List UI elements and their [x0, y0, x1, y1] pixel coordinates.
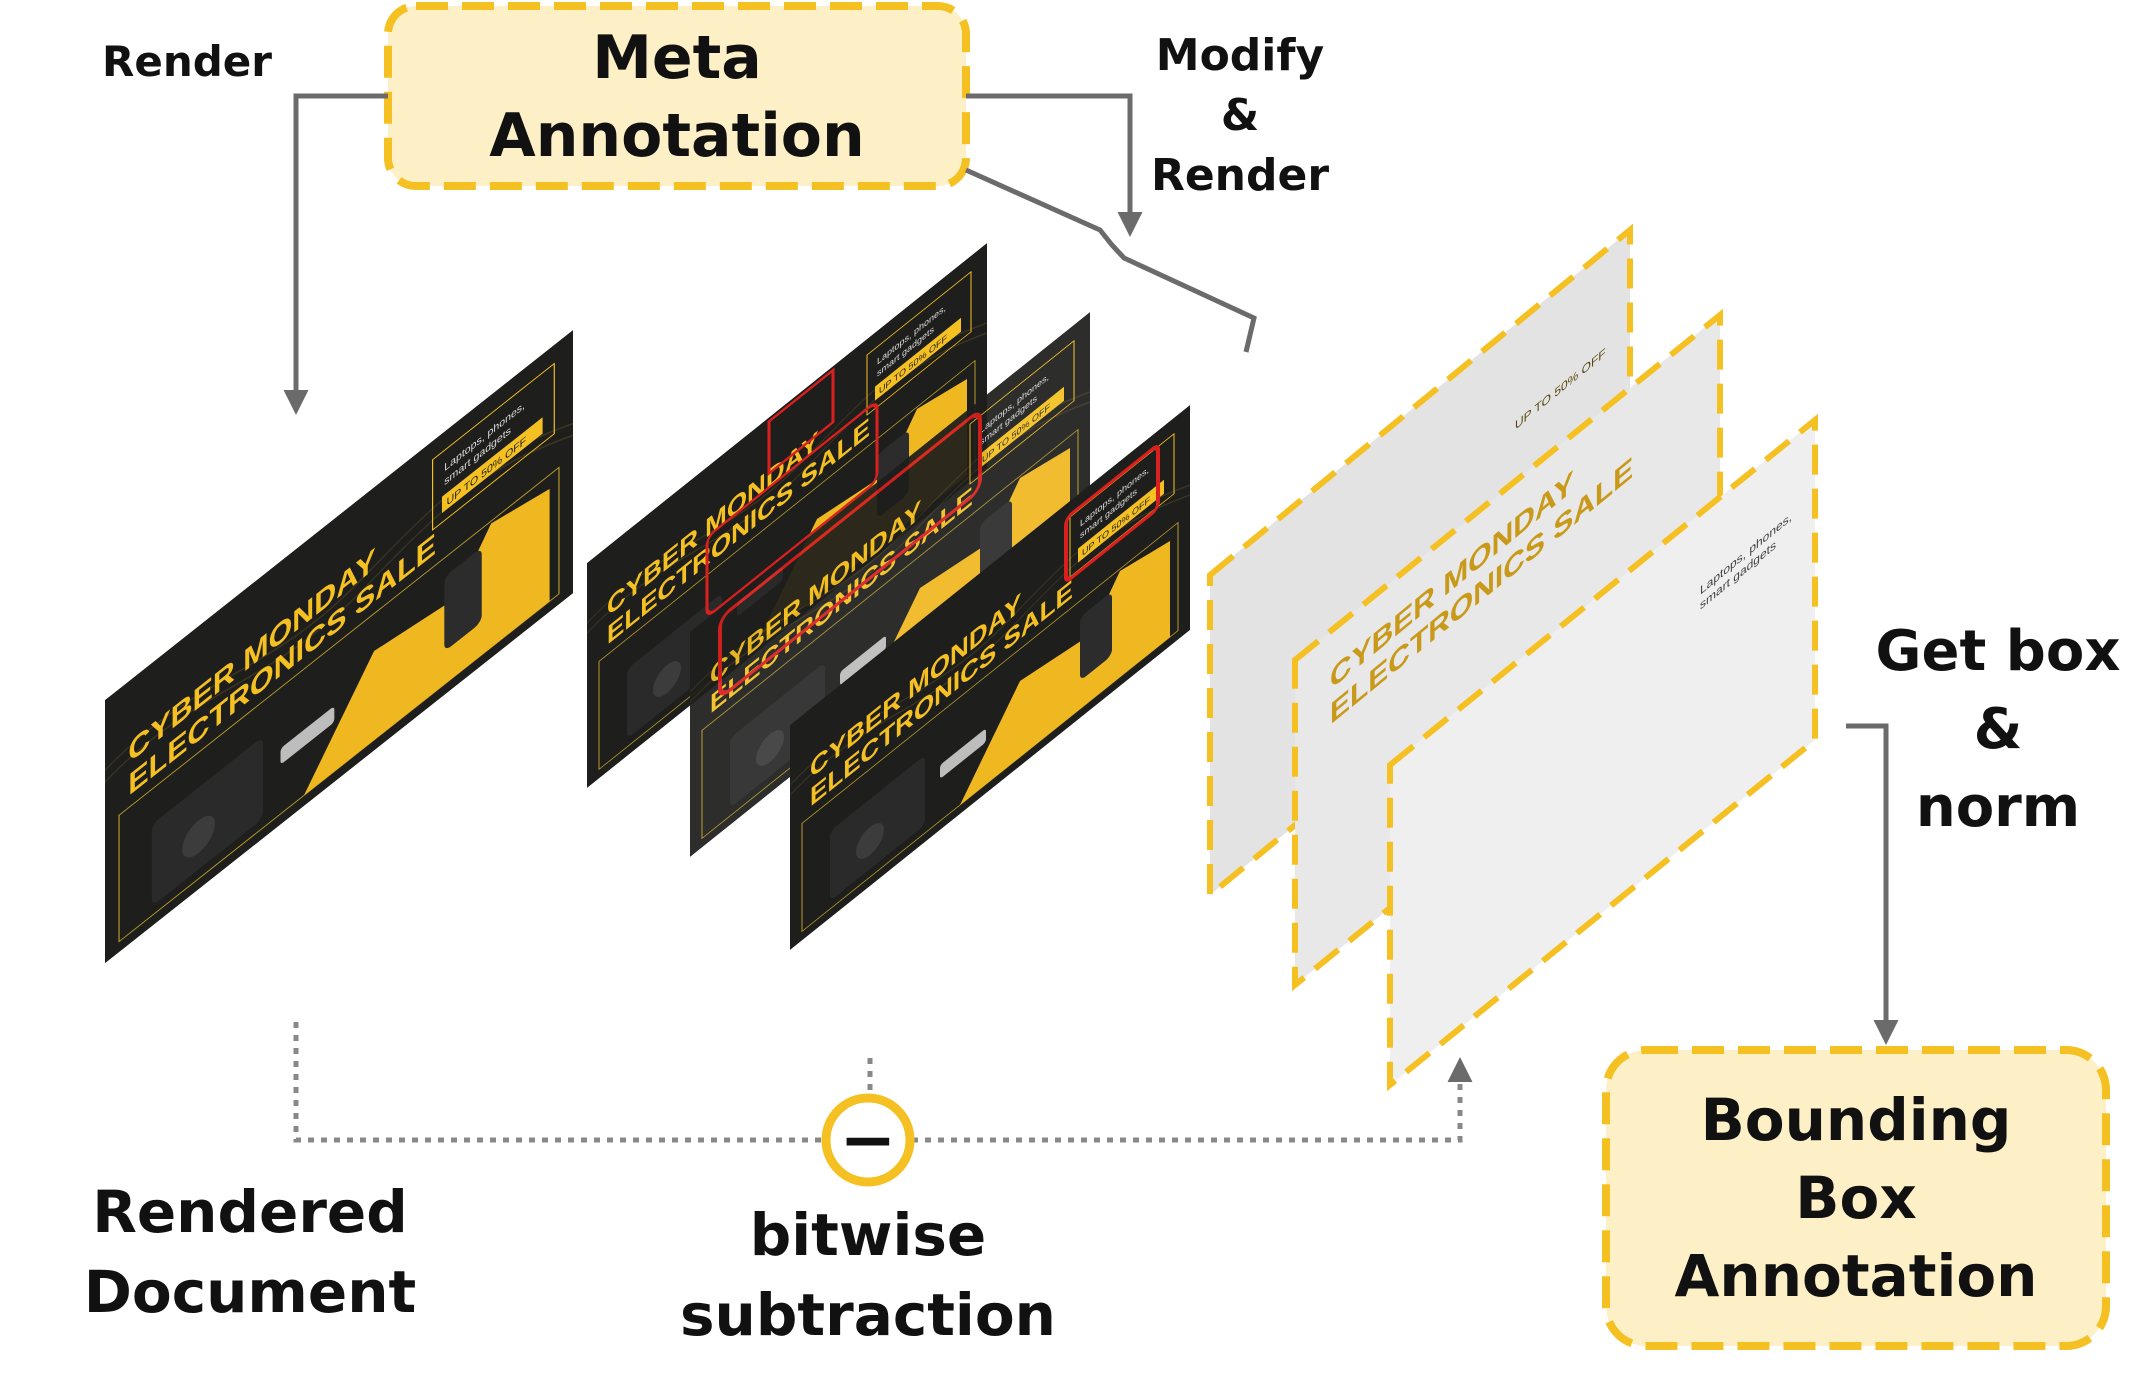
svg-text:Render: Render — [1151, 150, 1329, 201]
svg-text:Bounding: Bounding — [1701, 1086, 2012, 1154]
svg-text:Modify: Modify — [1156, 30, 1324, 81]
modified-document-card-3 — [790, 404, 1190, 950]
svg-text:bitwise: bitwise — [750, 1201, 986, 1269]
difference-layer-stack: UP TO 50% OFF CYBER MONDAY ELECTRONICS S… — [1207, 223, 1818, 1092]
svg-text:Annotation: Annotation — [1675, 1242, 2038, 1310]
highlight-box — [1064, 445, 1160, 582]
highlight-box — [705, 403, 879, 615]
subtraction-connector: − — [293, 1022, 1473, 1187]
meta-annotation-line1: Meta — [592, 23, 762, 93]
subtraction-symbol: − — [840, 1101, 897, 1180]
modify-render-arrow — [966, 93, 1143, 237]
svg-text:&: & — [1974, 697, 2023, 762]
svg-text:Box: Box — [1795, 1164, 1916, 1232]
modified-document-card-2 — [690, 311, 1090, 857]
rendered-document-card — [105, 329, 574, 964]
modify-render-label: Modify & Render — [1151, 30, 1329, 201]
highlight-box — [718, 412, 982, 696]
bounding-box-annotation-box: Bounding Box Annotation — [1602, 1046, 2110, 1350]
modified-document-stack — [587, 242, 1190, 950]
svg-text:Document: Document — [84, 1258, 416, 1326]
bitwise-subtraction-label: bitwise subtraction — [680, 1201, 1056, 1349]
rendered-document-label: Rendered Document — [84, 1178, 416, 1326]
subtraction-operator — [821, 1093, 915, 1187]
render-arrow — [283, 93, 388, 415]
svg-text:&: & — [1221, 90, 1259, 141]
render-label: Render — [102, 37, 272, 86]
variants-brace — [964, 167, 1257, 353]
svg-text:Get box: Get box — [1876, 619, 2121, 684]
svg-text:norm: norm — [1916, 775, 2080, 840]
svg-text:Rendered: Rendered — [92, 1178, 408, 1246]
highlight-box — [767, 367, 835, 477]
meta-annotation-line2: Annotation — [489, 101, 864, 171]
svg-text:subtraction: subtraction — [680, 1281, 1056, 1349]
get-box-arrow — [1846, 723, 1899, 1045]
modified-document-card-1 — [587, 242, 987, 788]
get-box-norm-label: Get box & norm — [1876, 619, 2121, 840]
difference-layer-3: Laptops, phones, smart gadgets — [1387, 413, 1818, 1092]
meta-annotation-box: Meta Annotation — [384, 2, 970, 190]
